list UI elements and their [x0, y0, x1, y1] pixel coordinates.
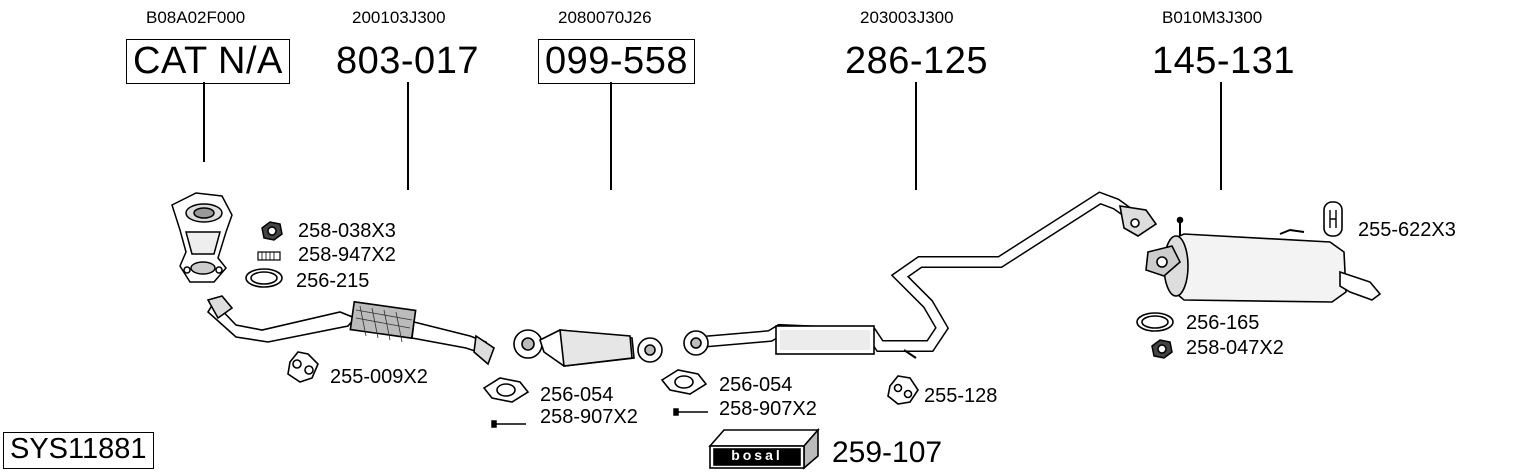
oem-number-cat: B08A02F000	[146, 8, 246, 27]
gasket-ring-icon	[245, 268, 283, 288]
part-number-center-cat[interactable]: 099-558	[538, 39, 695, 84]
label-nut-cat[interactable]: 258-038X3	[298, 220, 396, 242]
part-number-cat[interactable]: CAT N/A	[126, 39, 290, 84]
nut-icon	[261, 221, 283, 241]
label-assembly-paste[interactable]: 259-107	[832, 436, 943, 469]
label-bolt-a[interactable]: 258-907X2	[540, 406, 638, 428]
part-number-front-pipe[interactable]: 803-017	[336, 40, 479, 82]
stud-icon	[257, 251, 281, 261]
part-number-rear-silencer[interactable]: 145-131	[1152, 40, 1295, 82]
bolt-icon-a	[491, 420, 526, 428]
leader-lines	[203, 82, 1222, 190]
hanger-icon-rear	[1323, 201, 1343, 237]
front-pipe	[206, 295, 495, 366]
center-catalyst	[513, 329, 663, 367]
label-hanger-rear[interactable]: 255-622X3	[1358, 219, 1456, 241]
label-gasket-a[interactable]: 256-054	[540, 384, 614, 406]
hanger-icon-mid	[887, 375, 919, 405]
oem-number-intermediate: 203003J300	[860, 8, 954, 27]
part-number-intermediate[interactable]: 286-125	[845, 40, 988, 82]
label-ring-cat[interactable]: 256-215	[296, 270, 370, 292]
label-hanger-mid[interactable]: 255-128	[924, 385, 998, 407]
manifold-catalyst	[171, 192, 233, 283]
bosal-paste-box	[708, 427, 820, 470]
label-bolt-b[interactable]: 258-907X2	[719, 398, 817, 420]
label-hanger-front[interactable]: 255-009X2	[330, 366, 428, 388]
system-code: SYS11881	[3, 432, 154, 469]
label-nut-rear[interactable]: 258-047X2	[1186, 337, 1284, 359]
flange-gasket-icon-a	[482, 377, 530, 403]
oem-number-front-pipe: 200103J300	[352, 8, 446, 27]
label-stud-cat[interactable]: 258-947X2	[298, 244, 396, 266]
intermediate-pipe	[683, 191, 1158, 359]
label-gasket-b[interactable]: 256-054	[719, 374, 793, 396]
label-ring-rear[interactable]: 256-165	[1186, 312, 1260, 334]
oem-number-rear-silencer: B010M3J300	[1162, 8, 1263, 27]
rear-silencer	[1145, 216, 1382, 303]
gasket-ring-icon-rear	[1136, 312, 1174, 332]
nut-icon-rear	[1151, 339, 1173, 359]
bosal-logo: bosal	[731, 447, 783, 463]
flange-gasket-icon-b	[660, 369, 708, 395]
bolt-icon-b	[673, 408, 708, 416]
oem-number-center-cat: 2080070J26	[558, 8, 652, 27]
hanger-icon-front	[287, 351, 319, 383]
